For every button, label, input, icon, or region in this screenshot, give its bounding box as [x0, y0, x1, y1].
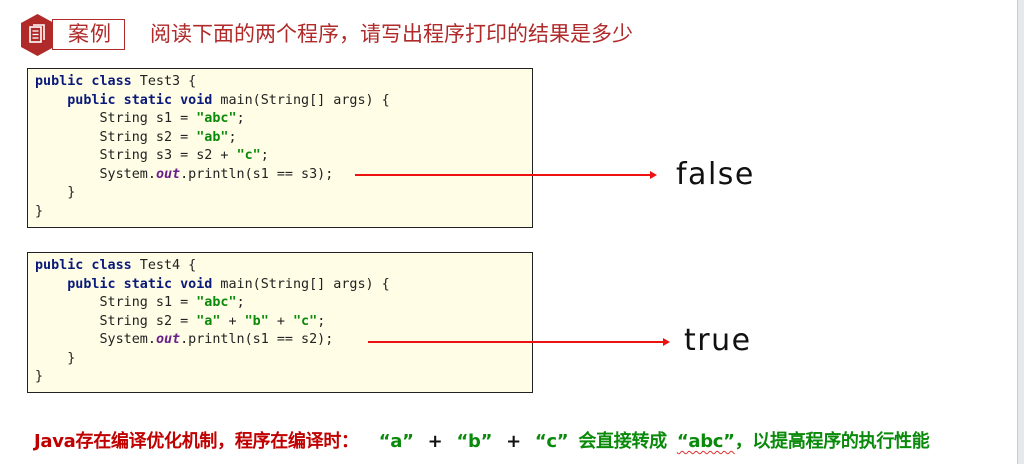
- note-plus-1: +: [427, 431, 443, 452]
- keyword: public class: [35, 74, 132, 89]
- note-suffix: ，以提高程序的执行性能: [734, 431, 930, 452]
- case-label: 案例: [68, 22, 112, 46]
- page-title: 阅读下面的两个程序，请写出程序打印的结果是多少: [150, 22, 633, 46]
- static-field: out: [155, 166, 181, 182]
- string-literal: "abc": [196, 111, 237, 126]
- note-literal-a: “a”: [378, 431, 414, 452]
- arrow-to-result-2: [368, 338, 670, 346]
- note-prefix: Java存在编译优化机制，程序在编译时：: [34, 431, 359, 452]
- result-test4: true: [684, 323, 752, 358]
- note-literal-b: “b”: [456, 431, 493, 452]
- document-icon: [21, 14, 54, 56]
- result-test3: false: [676, 157, 755, 192]
- note-literal-abc: “abc”: [676, 431, 735, 452]
- window-edge: [1017, 0, 1024, 464]
- code-test3: public class Test3 { public static void …: [35, 74, 390, 219]
- note-mid: 会直接转成: [578, 431, 667, 452]
- note-literal-c: “c”: [534, 431, 569, 452]
- case-label-box: [52, 19, 125, 50]
- explanation-note: Java存在编译优化机制，程序在编译时： “a” + “b” + “c” 会直接转成 “abc…: [34, 430, 930, 454]
- code-block-test4: public class Test4 { public static void …: [27, 252, 533, 393]
- note-plus-2: +: [506, 431, 521, 452]
- arrow-to-result-1: [355, 171, 657, 179]
- code-block-test3: public class Test3 { public static void …: [27, 68, 533, 228]
- code-test4: public class Test4 { public static void …: [35, 258, 390, 384]
